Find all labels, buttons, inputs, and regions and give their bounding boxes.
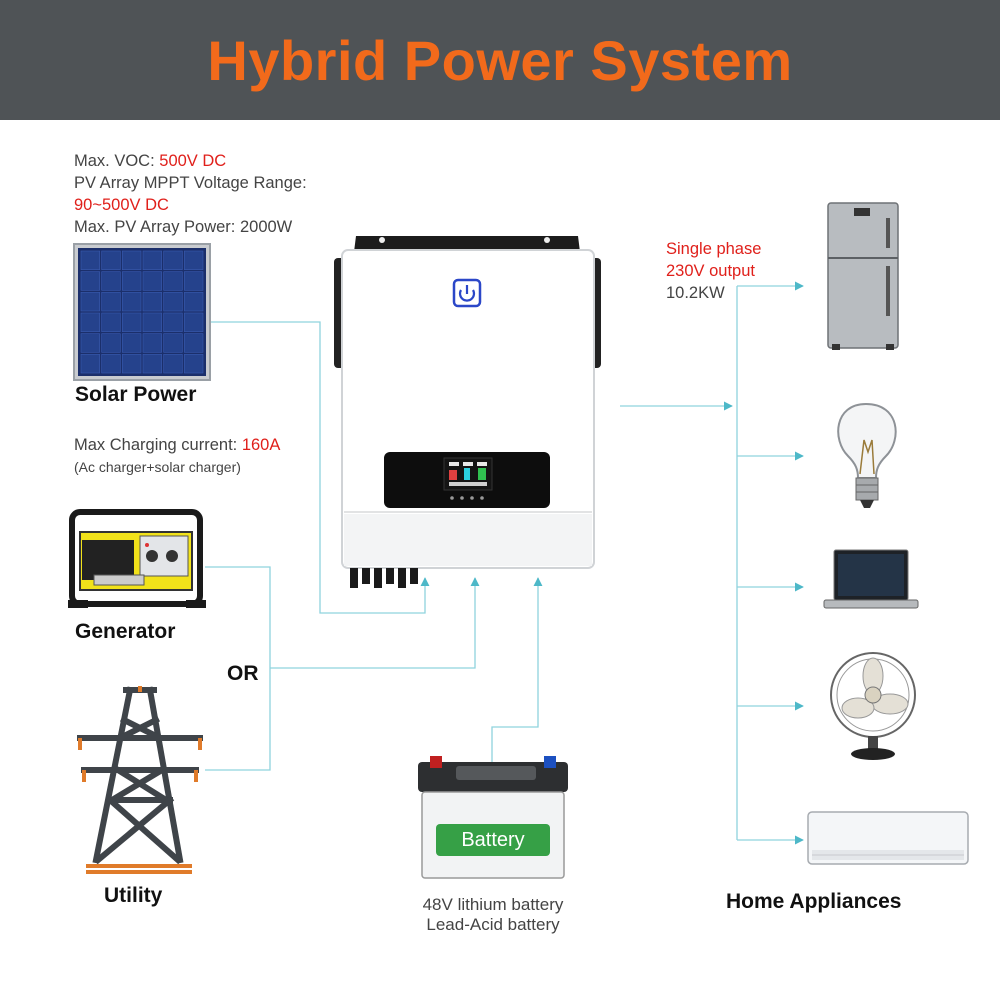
mppt-label: PV Array MPPT Voltage Range: [74,174,307,192]
solar-connector [210,321,430,614]
output-line3: 10.2KW [666,284,725,302]
output-specs: Single phase 230V output 10.2KW [666,238,761,304]
pv-power: Max. PV Array Power: 2000W [74,218,293,236]
page-title: Hybrid Power System [207,28,793,92]
battery-connector [491,577,543,765]
voc-label: Max. VOC: [74,152,160,170]
battery-description: 48V lithium battery Lead-Acid battery [393,895,593,935]
or-label: OR [227,662,259,685]
ac-input-connector [270,577,480,669]
charging-specs: Max Charging current: 160A (Ac charger+s… [74,434,280,478]
battery-line1: 48V lithium battery [422,895,564,914]
battery-line2: Lead-Acid battery [426,915,560,934]
header-bar: Hybrid Power System [0,0,1000,120]
charging-value: 160A [241,436,281,454]
output-line1: Single phase [666,240,762,258]
solar-label: Solar Power [75,383,197,406]
charging-note: (Ac charger+solar charger) [74,459,241,475]
mppt-value: 90~500V DC [74,196,169,214]
utility-label: Utility [104,884,163,907]
generator-label: Generator [75,620,176,643]
voc-value: 500V DC [159,152,227,170]
output-line2: 230V output [666,262,755,280]
battery-sticker: Battery [461,829,525,851]
charging-label: Max Charging current: [74,436,242,454]
appliances-label: Home Appliances [726,890,902,913]
solar-specs: Max. VOC: 500V DC PV Array MPPT Voltage … [74,150,307,238]
